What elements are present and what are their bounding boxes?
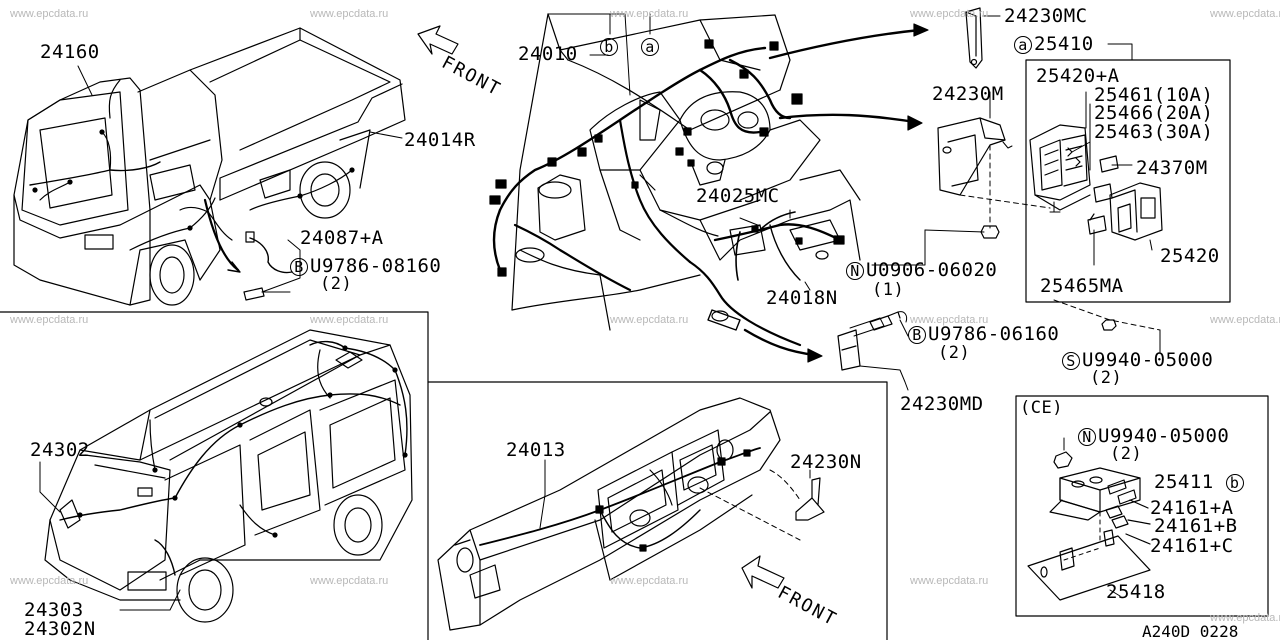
van-illustration [39, 329, 413, 623]
callout-U0906-06020-text: U0906-06020 [866, 259, 998, 281]
ref-a-top: a [641, 36, 661, 56]
callout-U9940-05000-n-qty: (2) [1110, 444, 1143, 464]
callout-25463[interactable]: 25463(30A) [1094, 121, 1214, 143]
panel-borders [0, 59, 1269, 640]
callout-24302[interactable]: 24302 [30, 439, 90, 461]
callout-U9786-06160-qty: (2) [938, 343, 971, 363]
callout-24025MC[interactable]: 24025MC [696, 185, 780, 207]
callout-25420A[interactable]: 25420+A [1036, 65, 1120, 87]
watermark: www.epcdata.ru [310, 8, 389, 20]
ref-b-circle: b [1225, 473, 1244, 492]
callout-U9786-08160-qty: (2) [320, 274, 353, 294]
callout-U9940-05000-s-qty: (2) [1090, 368, 1123, 388]
callout-U9940-05000-s-text: U9940-05000 [1082, 349, 1214, 371]
symbol-b-circle: B [290, 257, 308, 276]
ref-a-circle: a [1014, 35, 1032, 54]
watermark: www.epcdata.ru [10, 314, 89, 326]
callout-24161C[interactable]: 24161+C [1150, 535, 1234, 557]
watermark: www.epcdata.ru [910, 575, 989, 587]
front-arrow-top [417, 25, 459, 55]
ref-b-circle: b [600, 37, 618, 56]
callout-U0906-06020-qty: (1) [872, 280, 905, 300]
callout-24303[interactable]: 24303 [24, 599, 84, 621]
callout-24230MC[interactable]: 24230MC [1004, 5, 1088, 27]
symbol-n-circle: N [846, 261, 864, 280]
callout-24160[interactable]: 24160 [40, 41, 100, 63]
callout-24230M[interactable]: 24230M [932, 83, 1004, 105]
symbol-b-circle: B [908, 325, 926, 344]
watermark: www.epcdata.ru [610, 8, 689, 20]
ce-label: (CE) [1020, 398, 1063, 418]
watermark: www.epcdata.ru [610, 575, 689, 587]
watermark: www.epcdata.ru [910, 314, 989, 326]
callout-24161A[interactable]: 24161+A [1150, 497, 1234, 519]
callout-24161B[interactable]: 24161+B [1154, 515, 1238, 537]
dashboard-illustration [437, 397, 825, 631]
watermark: www.epcdata.ru [310, 575, 389, 587]
ce-box-illustration [1027, 437, 1151, 601]
callout-25411-text: 25411 [1154, 471, 1214, 493]
callout-24013[interactable]: 24013 [506, 439, 566, 461]
ref-b-top: b [600, 36, 620, 56]
callout-25461[interactable]: 25461(10A) [1094, 84, 1214, 106]
engine-bay-illustration [489, 13, 929, 363]
bracket-and-fuse-illustration [837, 7, 1163, 391]
watermark: www.epcdata.ru [910, 8, 989, 20]
callout-24230N[interactable]: 24230N [790, 451, 862, 473]
watermark: www.epcdata.ru [1210, 612, 1280, 624]
symbol-n-circle: N [1078, 427, 1096, 446]
watermark: www.epcdata.ru [1210, 8, 1280, 20]
callout-24014R[interactable]: 24014R [404, 129, 476, 151]
callout-U9940-05000-n-text: U9940-05000 [1098, 425, 1230, 447]
callout-U9786-06160-text: U9786-06160 [928, 323, 1060, 345]
callout-25411[interactable]: 25411 b [1154, 472, 1246, 492]
watermark: www.epcdata.ru [610, 314, 689, 326]
callout-24010[interactable]: 24010 [518, 43, 578, 65]
callout-24230MD[interactable]: 24230MD [900, 393, 984, 415]
callout-U9786-08160-text: U9786-08160 [310, 255, 442, 277]
truck-illustration [13, 27, 406, 306]
callout-25410-text: 25410 [1034, 33, 1094, 55]
watermark: www.epcdata.ru [1210, 314, 1280, 326]
watermark: www.epcdata.ru [310, 314, 389, 326]
callout-24087A[interactable]: 24087+A [300, 227, 384, 249]
ref-a-circle: a [641, 37, 659, 56]
watermark: www.epcdata.ru [10, 575, 89, 587]
symbol-s-circle: S [1062, 351, 1080, 370]
callout-24370M[interactable]: 24370M [1136, 157, 1208, 179]
drawing-code: A240D 0228 [1142, 622, 1239, 641]
callout-25420[interactable]: 25420 [1160, 245, 1220, 267]
callout-25465MA[interactable]: 25465MA [1040, 275, 1124, 297]
callout-25418[interactable]: 25418 [1106, 581, 1166, 603]
callout-24302N[interactable]: 24302N [24, 618, 96, 640]
watermark: www.epcdata.ru [10, 8, 89, 20]
callout-25466[interactable]: 25466(20A) [1094, 102, 1214, 124]
callout-24018N[interactable]: 24018N [766, 287, 838, 309]
